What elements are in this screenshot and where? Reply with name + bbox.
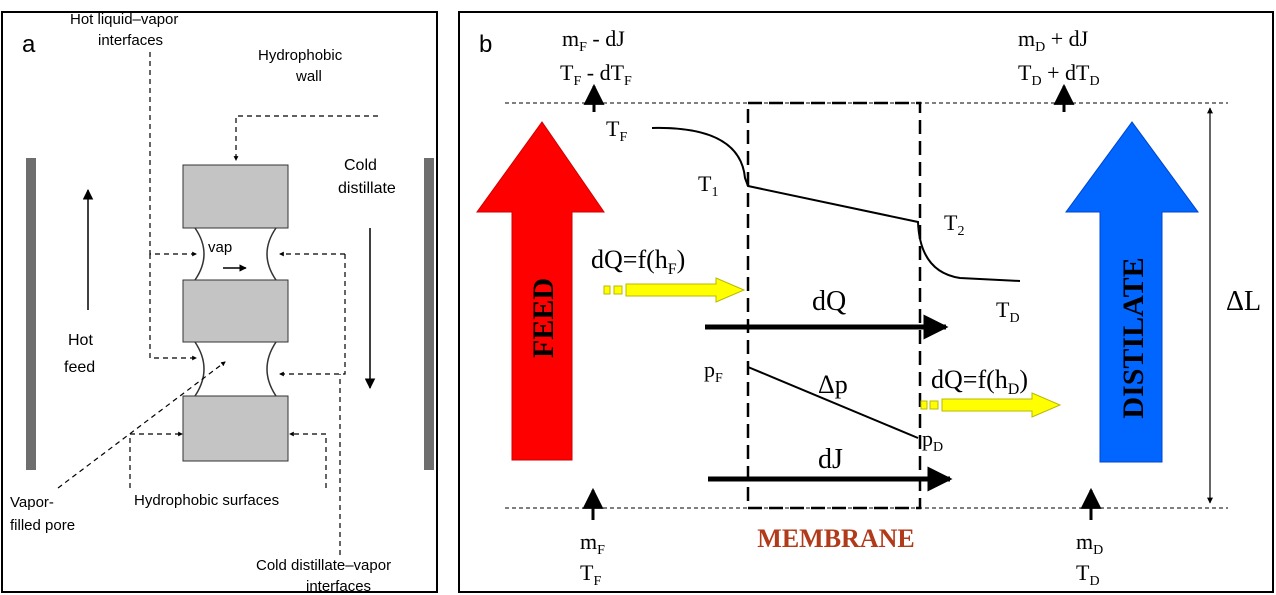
hot-feed-label-2: feed (64, 359, 95, 376)
tf-label: TF (606, 116, 627, 145)
panel-a: a vap Hot feed Cold distillate Hot liqui… (1, 11, 438, 595)
delta-l-label: ΔL (1226, 286, 1261, 317)
cold-distillate-label-1: Cold (344, 157, 377, 174)
membrane-label: MEMBRANE (757, 524, 914, 553)
feed-arrow (476, 121, 605, 461)
td-label: TD (996, 297, 1020, 326)
hydrophobic-wall-label-2: wall (295, 68, 322, 85)
top-left-mass: mF - dJ (562, 26, 625, 55)
delta-p-label: Δp (818, 370, 848, 399)
bottom-right-temp: TD (1076, 560, 1100, 589)
bottom-left-temp: TF (580, 560, 601, 589)
upper-pore-menisci (194, 227, 277, 281)
heat-flux-left-label: dQ=f(hF) (591, 245, 685, 278)
hydrophobic-wall-label-1: Hydrophobic (258, 47, 343, 64)
vapor-pore-label-1: Vapor- (10, 494, 54, 511)
hydrophobic-surfaces-label: Hydrophobic surfaces (134, 492, 279, 509)
temperature-profile (651, 126, 1021, 282)
pd-label: pD (922, 426, 943, 455)
pf-label: pF (704, 357, 723, 386)
bottom-right-mass: mD (1076, 529, 1103, 558)
panel-a-letter: a (22, 31, 36, 58)
dj-label: dJ (818, 444, 843, 475)
hot-feed-label-1: Hot (68, 332, 93, 349)
membrane-block-middle (182, 279, 289, 343)
panel-b-frame (458, 11, 1274, 593)
heat-flux-left-arrow (603, 277, 746, 303)
hot-interfaces-label-2: interfaces (98, 32, 163, 49)
pressure-profile (747, 366, 919, 439)
top-left-temp: TF - dTF (560, 60, 632, 89)
dashed-leaders (57, 52, 378, 555)
distillate-arrow (1065, 121, 1199, 463)
bottom-left-mass: mF (580, 529, 605, 558)
hot-interfaces-label-1: Hot liquid–vapor (70, 11, 178, 28)
lower-pore-menisci (194, 341, 277, 397)
distillate-label: DISTILATE (1117, 257, 1150, 418)
heat-flux-right-label: dQ=f(hD) (931, 365, 1028, 398)
top-right-mass: mD + dJ (1018, 26, 1089, 55)
cold-side-wall (424, 158, 434, 470)
panel-b-letter: b (479, 31, 492, 58)
membrane-box (746, 101, 922, 510)
t1-label: T1 (698, 171, 718, 200)
cold-interfaces-label-1: Cold distillate–vapor (256, 557, 391, 574)
vap-label: vap (208, 239, 232, 256)
feed-label: FEED (527, 278, 560, 358)
hot-side-wall (26, 158, 36, 470)
t2-label: T2 (944, 210, 964, 239)
membrane-block-top (182, 164, 289, 229)
vapor-pore-label-2: filled pore (10, 517, 75, 534)
panel-b: b mF - dJ TF - dTF mD + dJ TD + dTD FEED… (458, 11, 1274, 593)
cold-distillate-label-2: distillate (338, 180, 396, 197)
membrane-block-bottom (182, 395, 289, 462)
panel-a-frame (1, 11, 438, 593)
dq-label: dQ (812, 286, 846, 317)
heat-flux-right-arrow (920, 392, 1062, 418)
cold-interfaces-label-2: interfaces (306, 578, 371, 595)
top-right-temp: TD + dTD (1018, 60, 1100, 89)
